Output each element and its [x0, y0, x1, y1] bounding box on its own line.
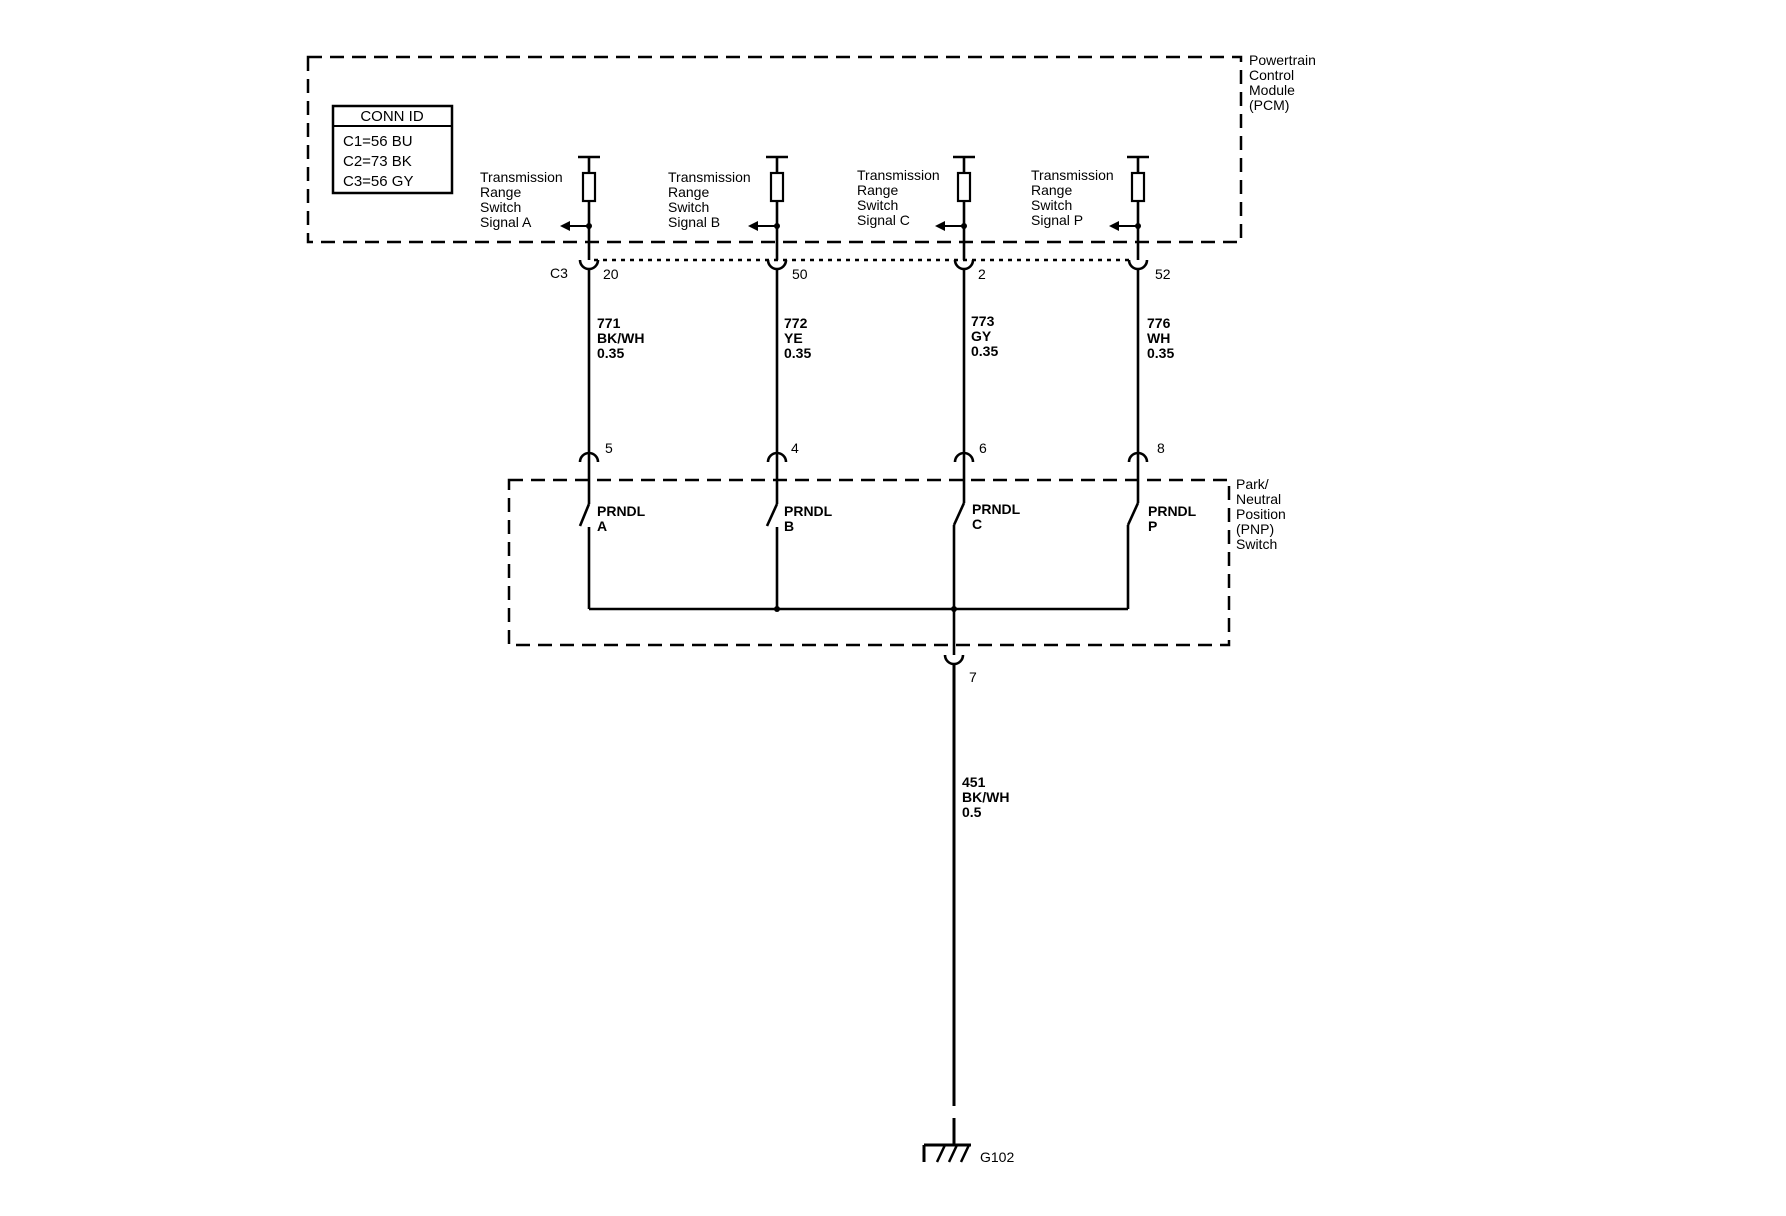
pnp-pin-number: 4: [791, 440, 799, 456]
signal-arrow: [560, 221, 570, 231]
conn-id-table: CONN ID C1=56 BU C2=73 BK C3=56 GY: [331, 104, 454, 195]
pnp-pin-number: 8: [1157, 440, 1165, 456]
wire-spec: 773 GY 0.35: [971, 313, 998, 359]
pnp-pin-number: 5: [605, 440, 613, 456]
switch-label: PRNDL A: [597, 503, 649, 534]
connector-pin: [766, 451, 788, 463]
connector-pin: [943, 654, 965, 666]
pcm-pin-number: 20: [603, 266, 619, 282]
signal-label: Transmission Range Switch Signal C: [857, 167, 944, 228]
signal-label: Transmission Range Switch Signal B: [668, 169, 755, 230]
signal-arrow: [935, 221, 945, 231]
connector-pin: [953, 451, 975, 463]
pcm-pin-number: 52: [1155, 266, 1171, 282]
wire-spec: 451 BK/WH 0.5: [962, 774, 1013, 820]
connector-pin: [578, 259, 600, 271]
circuit-p: Transmission Range Switch Signal P 52 77…: [1031, 155, 1200, 609]
signal-label: Transmission Range Switch Signal A: [480, 169, 567, 230]
conn-id-row: C3=56 GY: [343, 173, 413, 190]
wire-spec: 772 YE 0.35: [784, 315, 811, 361]
junction-dot: [774, 606, 780, 612]
pcm-pin-number: 2: [978, 266, 986, 282]
ground-label: G102: [980, 1149, 1014, 1165]
pnp-switch-outline: [507, 478, 1231, 647]
connector-c3-label: C3: [550, 265, 568, 281]
prndl-switch-contact: [952, 502, 966, 526]
connector-pin: [766, 259, 788, 271]
pnp-pin-number: 6: [979, 440, 987, 456]
conn-id-title: CONN ID: [360, 108, 424, 125]
connector-pin: [1127, 259, 1149, 271]
switch-label: PRNDL B: [784, 503, 836, 534]
ground-icon: [922, 1143, 971, 1163]
pcm-pin-number: 50: [792, 266, 808, 282]
ground-circuit: 7 451 BK/WH 0.5 G102: [922, 609, 1014, 1165]
conn-id-row: C2=73 BK: [343, 153, 412, 170]
signal-label: Transmission Range Switch Signal P: [1031, 167, 1118, 228]
conn-id-row: C1=56 BU: [343, 133, 413, 150]
prndl-switch-contact: [765, 503, 779, 527]
signal-arrow: [748, 221, 758, 231]
wire-spec: 776 WH 0.35: [1147, 315, 1174, 361]
pull-up-resistor: [581, 171, 597, 203]
switch-label: PRNDL C: [972, 501, 1024, 532]
pcm-module-outline: [306, 55, 1243, 244]
pnp-pin-number: 7: [969, 669, 977, 685]
circuit-a: Transmission Range Switch Signal A 20 77…: [480, 155, 649, 609]
prndl-switch-contact: [578, 503, 591, 527]
pcm-name: Powertrain Control Module (PCM): [1249, 52, 1320, 113]
prndl-switch-contact: [1126, 502, 1140, 526]
connector-pin: [953, 259, 975, 271]
circuit-c: Transmission Range Switch Signal C 2 773…: [857, 155, 1024, 609]
switch-label: PRNDL P: [1148, 503, 1200, 534]
wire-spec: 771 BK/WH 0.35: [597, 315, 648, 361]
connector-pin: [578, 451, 600, 463]
circuit-b: Transmission Range Switch Signal B 50 77…: [668, 155, 836, 609]
connector-pin: [1127, 451, 1149, 463]
signal-arrow: [1109, 221, 1119, 231]
pull-up-resistor: [1130, 171, 1146, 203]
pull-up-resistor: [956, 171, 972, 203]
pnp-name: Park/ Neutral Position (PNP) Switch: [1236, 476, 1290, 552]
pull-up-resistor: [769, 171, 785, 203]
